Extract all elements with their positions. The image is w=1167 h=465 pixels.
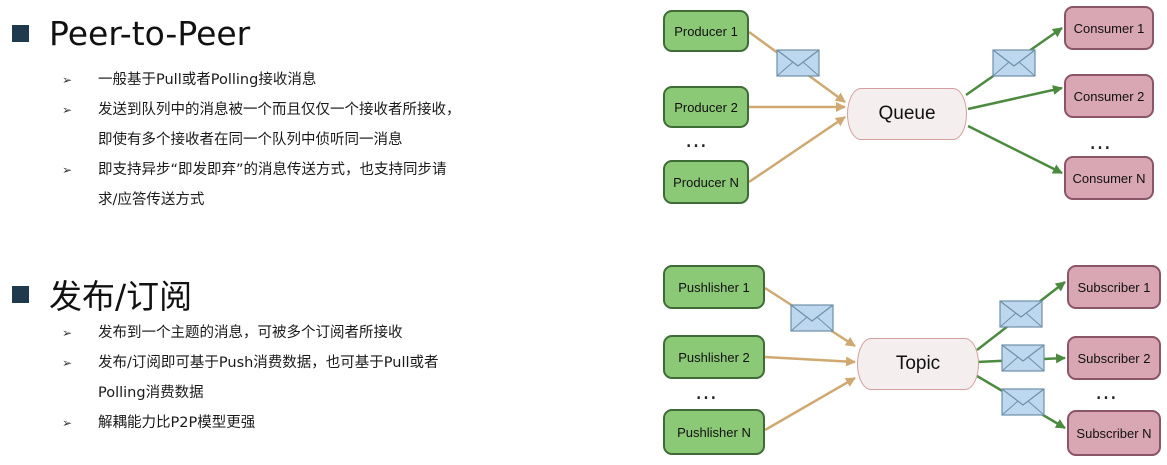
producer-node-n: Producer N	[663, 160, 749, 204]
envelope-icon	[776, 49, 820, 77]
p2p-heading: Peer-to-Peer	[12, 14, 250, 53]
subscriber-ellipsis: …	[1095, 380, 1120, 405]
subscriber-node-n: Subscriber N	[1067, 410, 1161, 456]
heading-square-icon	[12, 285, 29, 303]
producer-node-1: Producer 1	[663, 10, 749, 52]
envelope-icon	[999, 300, 1043, 328]
arrow-queue-to-consumer2	[967, 85, 1063, 111]
consumer-node-n: Consumer N	[1064, 156, 1154, 200]
p2p-bullet-list: ➢一般基于Pull或者Polling接收消息 ➢发送到队列中的消息被一个而且仅仅…	[62, 65, 538, 215]
list-item-continued: 即使有多个接收者在同一个队列中侦听同一消息	[98, 132, 403, 148]
publisher-node-n: Pushlisher N	[663, 409, 765, 455]
consumer-ellipsis: …	[1089, 130, 1114, 155]
producer-ellipsis: …	[685, 128, 710, 153]
p2p-title: Peer-to-Peer	[49, 14, 251, 53]
heading-square-icon	[12, 25, 29, 42]
arrow-queue-to-consumerN	[967, 124, 1063, 175]
arrow-producerN-to-queue	[748, 115, 846, 184]
connector-arrows	[748, 26, 1066, 432]
publisher-node-1: Pushlisher 1	[663, 265, 765, 309]
arrowhead-bullet-icon: ➢	[62, 416, 73, 430]
subscriber-node-2: Subscriber 2	[1067, 336, 1161, 380]
arrowhead-bullet-icon: ➢	[62, 73, 73, 87]
pubsub-bullet-list: ➢发布到一个主题的消息，可被多个订阅者所接收 ➢发布/订阅即可基于Push消费数…	[62, 318, 538, 438]
consumer-node-1: Consumer 1	[1064, 6, 1154, 50]
arrowhead-bullet-icon: ➢	[62, 326, 73, 340]
pubsub-title: 发布/订阅	[49, 277, 193, 316]
list-item-continued: 求/应答传送方式	[98, 192, 205, 208]
producer-node-2: Producer 2	[663, 86, 749, 128]
diagram-area: Producer 1 Producer 2 … Producer N Queue…	[655, 0, 1167, 465]
arrowhead-bullet-icon: ➢	[62, 163, 73, 177]
envelope-icon	[790, 304, 834, 332]
list-item: ➢发布到一个主题的消息，可被多个订阅者所接收	[62, 318, 538, 348]
publisher-ellipsis: …	[695, 380, 720, 405]
envelope-icon	[1001, 388, 1045, 416]
queue-channel: Queue	[847, 88, 967, 140]
list-item: ➢发布/订阅即可基于Push消费数据，也可基于Pull或者	[62, 348, 538, 378]
arrowhead-bullet-icon: ➢	[62, 356, 73, 370]
topic-channel: Topic	[857, 338, 979, 390]
envelope-icon	[992, 49, 1036, 77]
envelope-icon	[1001, 344, 1045, 372]
list-item: ➢即支持异步“即发即弃”的消息传送方式，也支持同步请	[62, 155, 538, 185]
publisher-node-2: Pushlisher 2	[663, 335, 765, 379]
pubsub-heading: 发布/订阅	[12, 270, 192, 318]
list-item: ➢一般基于Pull或者Polling接收消息	[62, 65, 538, 95]
subscriber-node-1: Subscriber 1	[1067, 265, 1161, 309]
arrow-publisher2-to-topic	[764, 355, 856, 367]
list-item-continued: Polling消费数据	[98, 385, 204, 401]
list-item: ➢解耦能力比P2P模型更强	[62, 408, 538, 438]
list-item: ➢发送到队列中的消息被一个而且仅仅一个接收者所接收，	[62, 95, 538, 125]
arrowhead-bullet-icon: ➢	[62, 103, 73, 117]
consumer-node-2: Consumer 2	[1064, 74, 1154, 118]
arrow-publisherN-to-topic	[764, 376, 856, 432]
